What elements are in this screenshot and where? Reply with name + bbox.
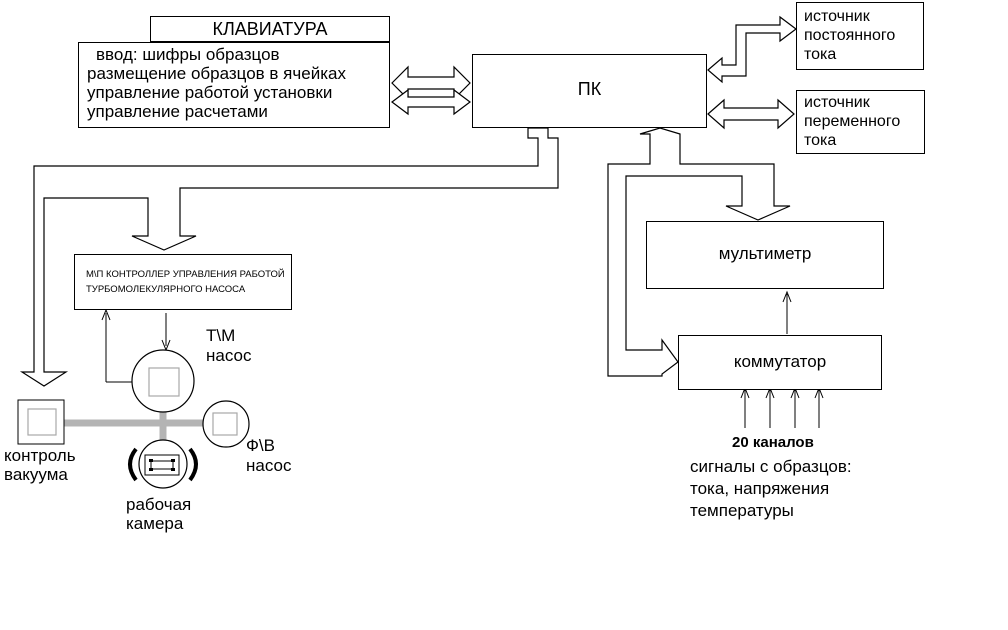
pc-ac-arrow: [707, 98, 795, 130]
signals-line: температуры: [690, 501, 794, 520]
turbo-pump-label: Т\М: [206, 326, 236, 345]
vacuum-control-label: контроль: [4, 446, 76, 465]
signals-line: сигналы с образцов:: [690, 457, 852, 476]
turbo-pump-label: насос: [206, 346, 252, 365]
keyboard-pc-arrow-2: [391, 88, 471, 116]
vacuum-control-label: вакуума: [4, 465, 68, 484]
dc-source-line: источник: [804, 8, 870, 25]
keyboard-line: управление работой установки: [87, 83, 333, 102]
keyboard-box: [78, 42, 390, 128]
controller-line: ТУРБОМОЛЕКУЛЯРНОГО НАСОСА: [86, 284, 246, 295]
ac-source-line: источник: [804, 94, 870, 111]
channels-label: 20 каналов: [732, 434, 814, 451]
dc-source-line: тока: [804, 46, 837, 63]
keyboard-line: размещение образцов в ячейках: [87, 64, 346, 83]
pc-box: [472, 54, 707, 128]
keyboard-line: управление расчетами: [87, 102, 268, 121]
ac-source-line: переменного: [804, 113, 901, 130]
pc-label: ПК: [577, 79, 602, 99]
ac-source-box: [796, 90, 925, 154]
commutator-box: [678, 335, 882, 390]
keyboard-title-box: [150, 16, 390, 42]
multimeter-box: [646, 221, 884, 289]
pc-left-bus: [19, 127, 559, 387]
keyboard-line: ввод: шифры образцов: [96, 45, 280, 64]
controller-line: М\П КОНТРОЛЛЕР УПРАВЛЕНИЯ РАБОТОЙ: [86, 269, 285, 280]
commutator-label: коммутатор: [733, 352, 827, 371]
pc-dc-arrow: [707, 15, 797, 84]
chamber-label: рабочая: [126, 495, 192, 514]
fore-pump-label: насос: [246, 456, 292, 475]
vacuum-pipes: [64, 410, 204, 445]
pc-right-bus: [607, 127, 791, 377]
multimeter-label: мультиметр: [718, 244, 812, 263]
signals-line: тока, напряжения: [690, 479, 830, 498]
ac-source-line: тока: [804, 132, 837, 149]
dc-source-line: постоянного: [804, 27, 896, 44]
keyboard-title: КЛАВИАТУРА: [212, 19, 328, 39]
dc-source-box: [796, 2, 924, 70]
controller-box: [74, 254, 292, 310]
chamber-label: камера: [126, 514, 184, 533]
fore-pump-label: Ф\В: [246, 436, 275, 455]
chamber-body: [128, 439, 198, 489]
